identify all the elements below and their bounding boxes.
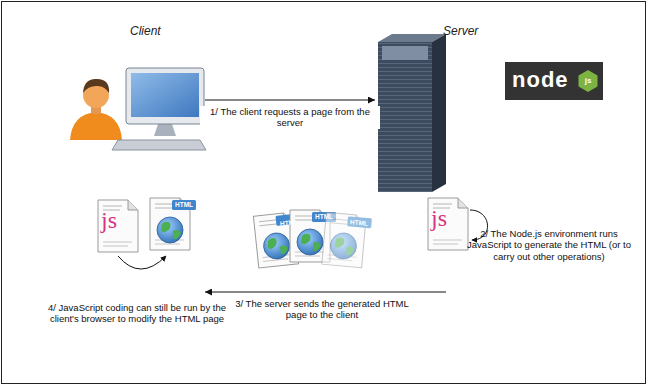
curved-arrow xyxy=(118,256,166,269)
request-arrow xyxy=(205,100,375,101)
request-arrow xyxy=(205,292,446,293)
step-note: 1/ The client requests a page from the s… xyxy=(200,106,380,129)
step-note: 3/ The server sends the generated HTML p… xyxy=(227,298,417,321)
computer-icon xyxy=(112,68,206,150)
group-heading: Client xyxy=(130,24,161,38)
file-tag: HTML xyxy=(277,217,302,229)
nodejs-logo xyxy=(505,62,603,100)
file-icons xyxy=(98,198,468,268)
file-type: js xyxy=(431,204,463,232)
file-type: js xyxy=(101,206,133,234)
step-note: 2/ The Node.js environment runs JavaScri… xyxy=(458,228,640,262)
group-heading: Server xyxy=(443,24,478,38)
step-note: 4/ JavaScript coding can still be run by… xyxy=(46,302,228,325)
file-tag: HTML xyxy=(172,200,196,210)
logo-badge: js xyxy=(578,75,598,87)
client-group: Client xyxy=(55,20,205,300)
curved-arrow xyxy=(470,210,488,240)
file-tag: HTML xyxy=(347,217,372,229)
server-tower xyxy=(378,34,446,192)
user-figure xyxy=(70,79,122,140)
logo-text: node xyxy=(512,64,578,96)
server-group: Server xyxy=(375,20,455,292)
file-tag: HTML xyxy=(312,212,336,222)
